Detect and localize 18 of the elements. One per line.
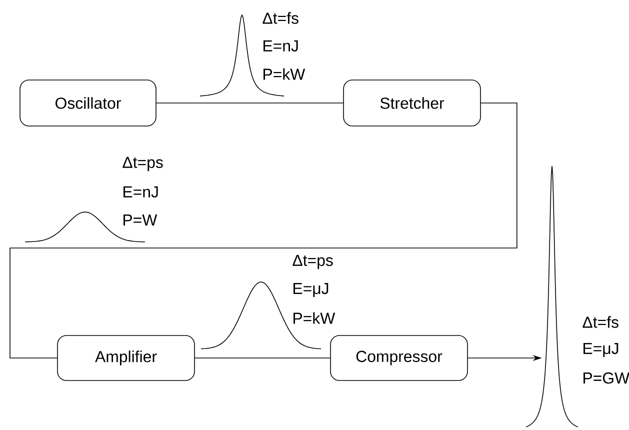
pulse-parameter: Δt=fs (262, 12, 298, 24)
pulse-parameter: E=μJ (584, 342, 618, 358)
pulse-parameter: P=W (124, 214, 158, 226)
pulse-parameter: E=μJ (294, 282, 328, 298)
pulse-parameter: E=nJ (124, 186, 158, 198)
process-box: Amplifier (57, 335, 195, 381)
pulse-parameter: P=kW (294, 312, 336, 324)
pulse-parameter: Δt=ps (122, 156, 163, 172)
connector-line (156, 102, 344, 104)
pulse-parameter: E=nJ (264, 40, 298, 52)
pulse-parameter: Δt=ps (292, 254, 333, 270)
pulse-parameter: Δt=fs (582, 316, 618, 328)
pulse-parameter: P=kW (264, 68, 306, 80)
process-box: Compressor (330, 335, 468, 381)
process-box: Stretcher (343, 80, 481, 126)
pulse-curve (526, 166, 578, 428)
process-box: Oscillator (20, 80, 156, 126)
connector-line (10, 102, 518, 358)
